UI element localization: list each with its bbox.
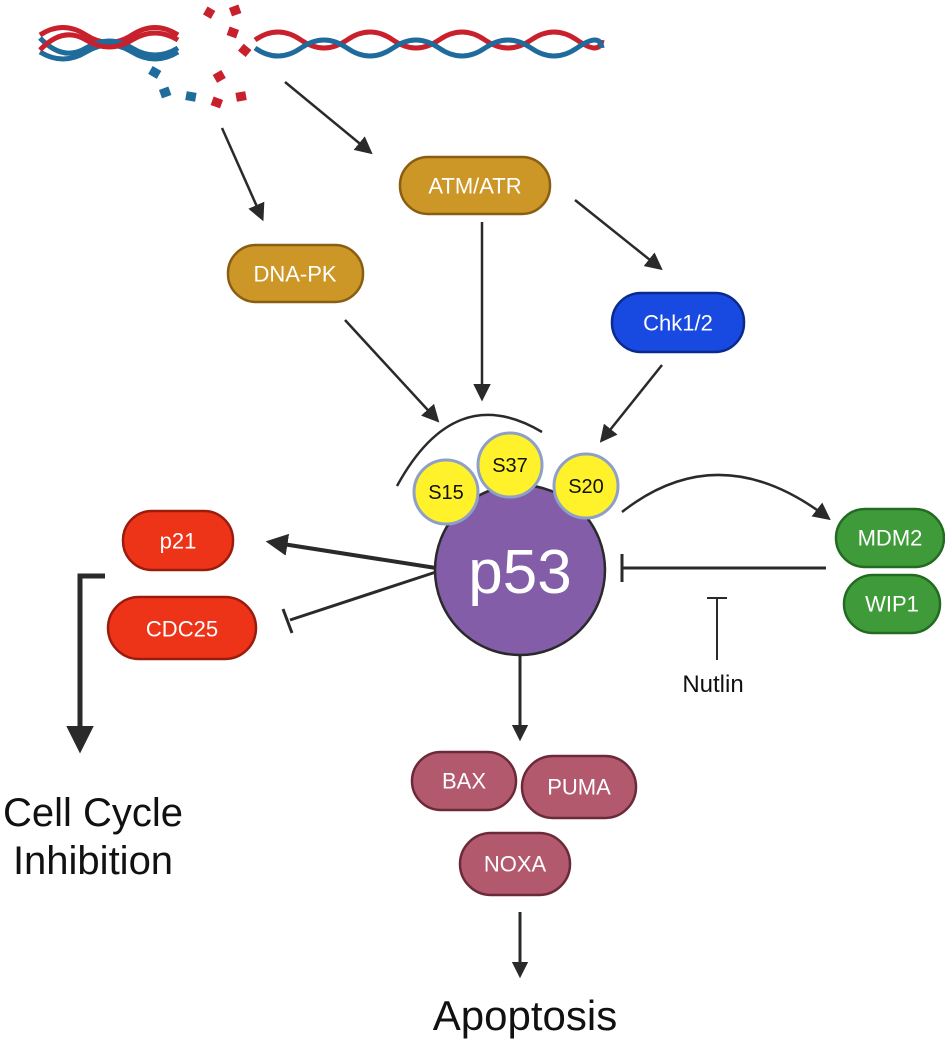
- arrow-to-cell-cycle: [66, 573, 105, 754]
- label-nutlin: Nutlin: [682, 671, 743, 698]
- arrow-dna-to-dnapk: [220, 127, 265, 222]
- broken-dna-icon: [38, 4, 605, 109]
- svg-text:S15: S15: [428, 482, 464, 504]
- svg-text:p21: p21: [160, 529, 197, 554]
- svg-text:S37: S37: [492, 455, 528, 477]
- node-chk: Chk1/2: [610, 291, 746, 354]
- svg-text:NOXA: NOXA: [484, 852, 547, 877]
- inhibit-p53-to-cdc25: [289, 570, 437, 622]
- site-s37: S37: [476, 431, 544, 499]
- arrow-dna-to-atm: [284, 81, 373, 155]
- arrow-p53-to-p21: [265, 533, 437, 570]
- svg-text:Chk1/2: Chk1/2: [643, 311, 713, 336]
- label-cell-cycle-line2: Inhibition: [13, 839, 173, 883]
- node-p21: p21: [121, 509, 235, 572]
- svg-text:DNA-PK: DNA-PK: [253, 262, 336, 287]
- arrow-p53-to-mdm2: [621, 473, 831, 521]
- node-puma: PUMA: [520, 754, 638, 820]
- node-bax: BAX: [410, 750, 518, 812]
- label-cell-cycle-line1: Cell Cycle: [3, 791, 183, 835]
- svg-text:MDM2: MDM2: [858, 526, 923, 551]
- node-cdc25: CDC25: [106, 595, 258, 661]
- arrow-atm-to-chk: [574, 199, 663, 271]
- svg-text:ATM/ATR: ATM/ATR: [428, 174, 521, 199]
- svg-text:CDC25: CDC25: [146, 617, 218, 642]
- label-apoptosis: Apoptosis: [433, 992, 617, 1039]
- node-wip1: WIP1: [842, 573, 942, 635]
- svg-text:S20: S20: [568, 476, 604, 498]
- site-s15: S15: [412, 458, 480, 526]
- svg-text:PUMA: PUMA: [547, 775, 611, 800]
- node-noxa: NOXA: [458, 831, 572, 897]
- svg-text:p53: p53: [468, 538, 571, 607]
- node-p53: p53: [433, 483, 607, 657]
- node-dna-pk: DNA-PK: [226, 243, 365, 304]
- svg-text:WIP1: WIP1: [865, 592, 919, 617]
- node-mdm2: MDM2: [834, 507, 945, 569]
- arrow-dnapk-to-p53: [344, 319, 440, 423]
- svg-text:BAX: BAX: [442, 769, 486, 794]
- node-atm-atr: ATM/ATR: [398, 155, 552, 216]
- site-s20: S20: [552, 452, 620, 520]
- arrow-chk-to-p53: [599, 364, 663, 443]
- inhibit-bar-cdc25: [281, 608, 294, 634]
- phospho-arc: [395, 413, 543, 487]
